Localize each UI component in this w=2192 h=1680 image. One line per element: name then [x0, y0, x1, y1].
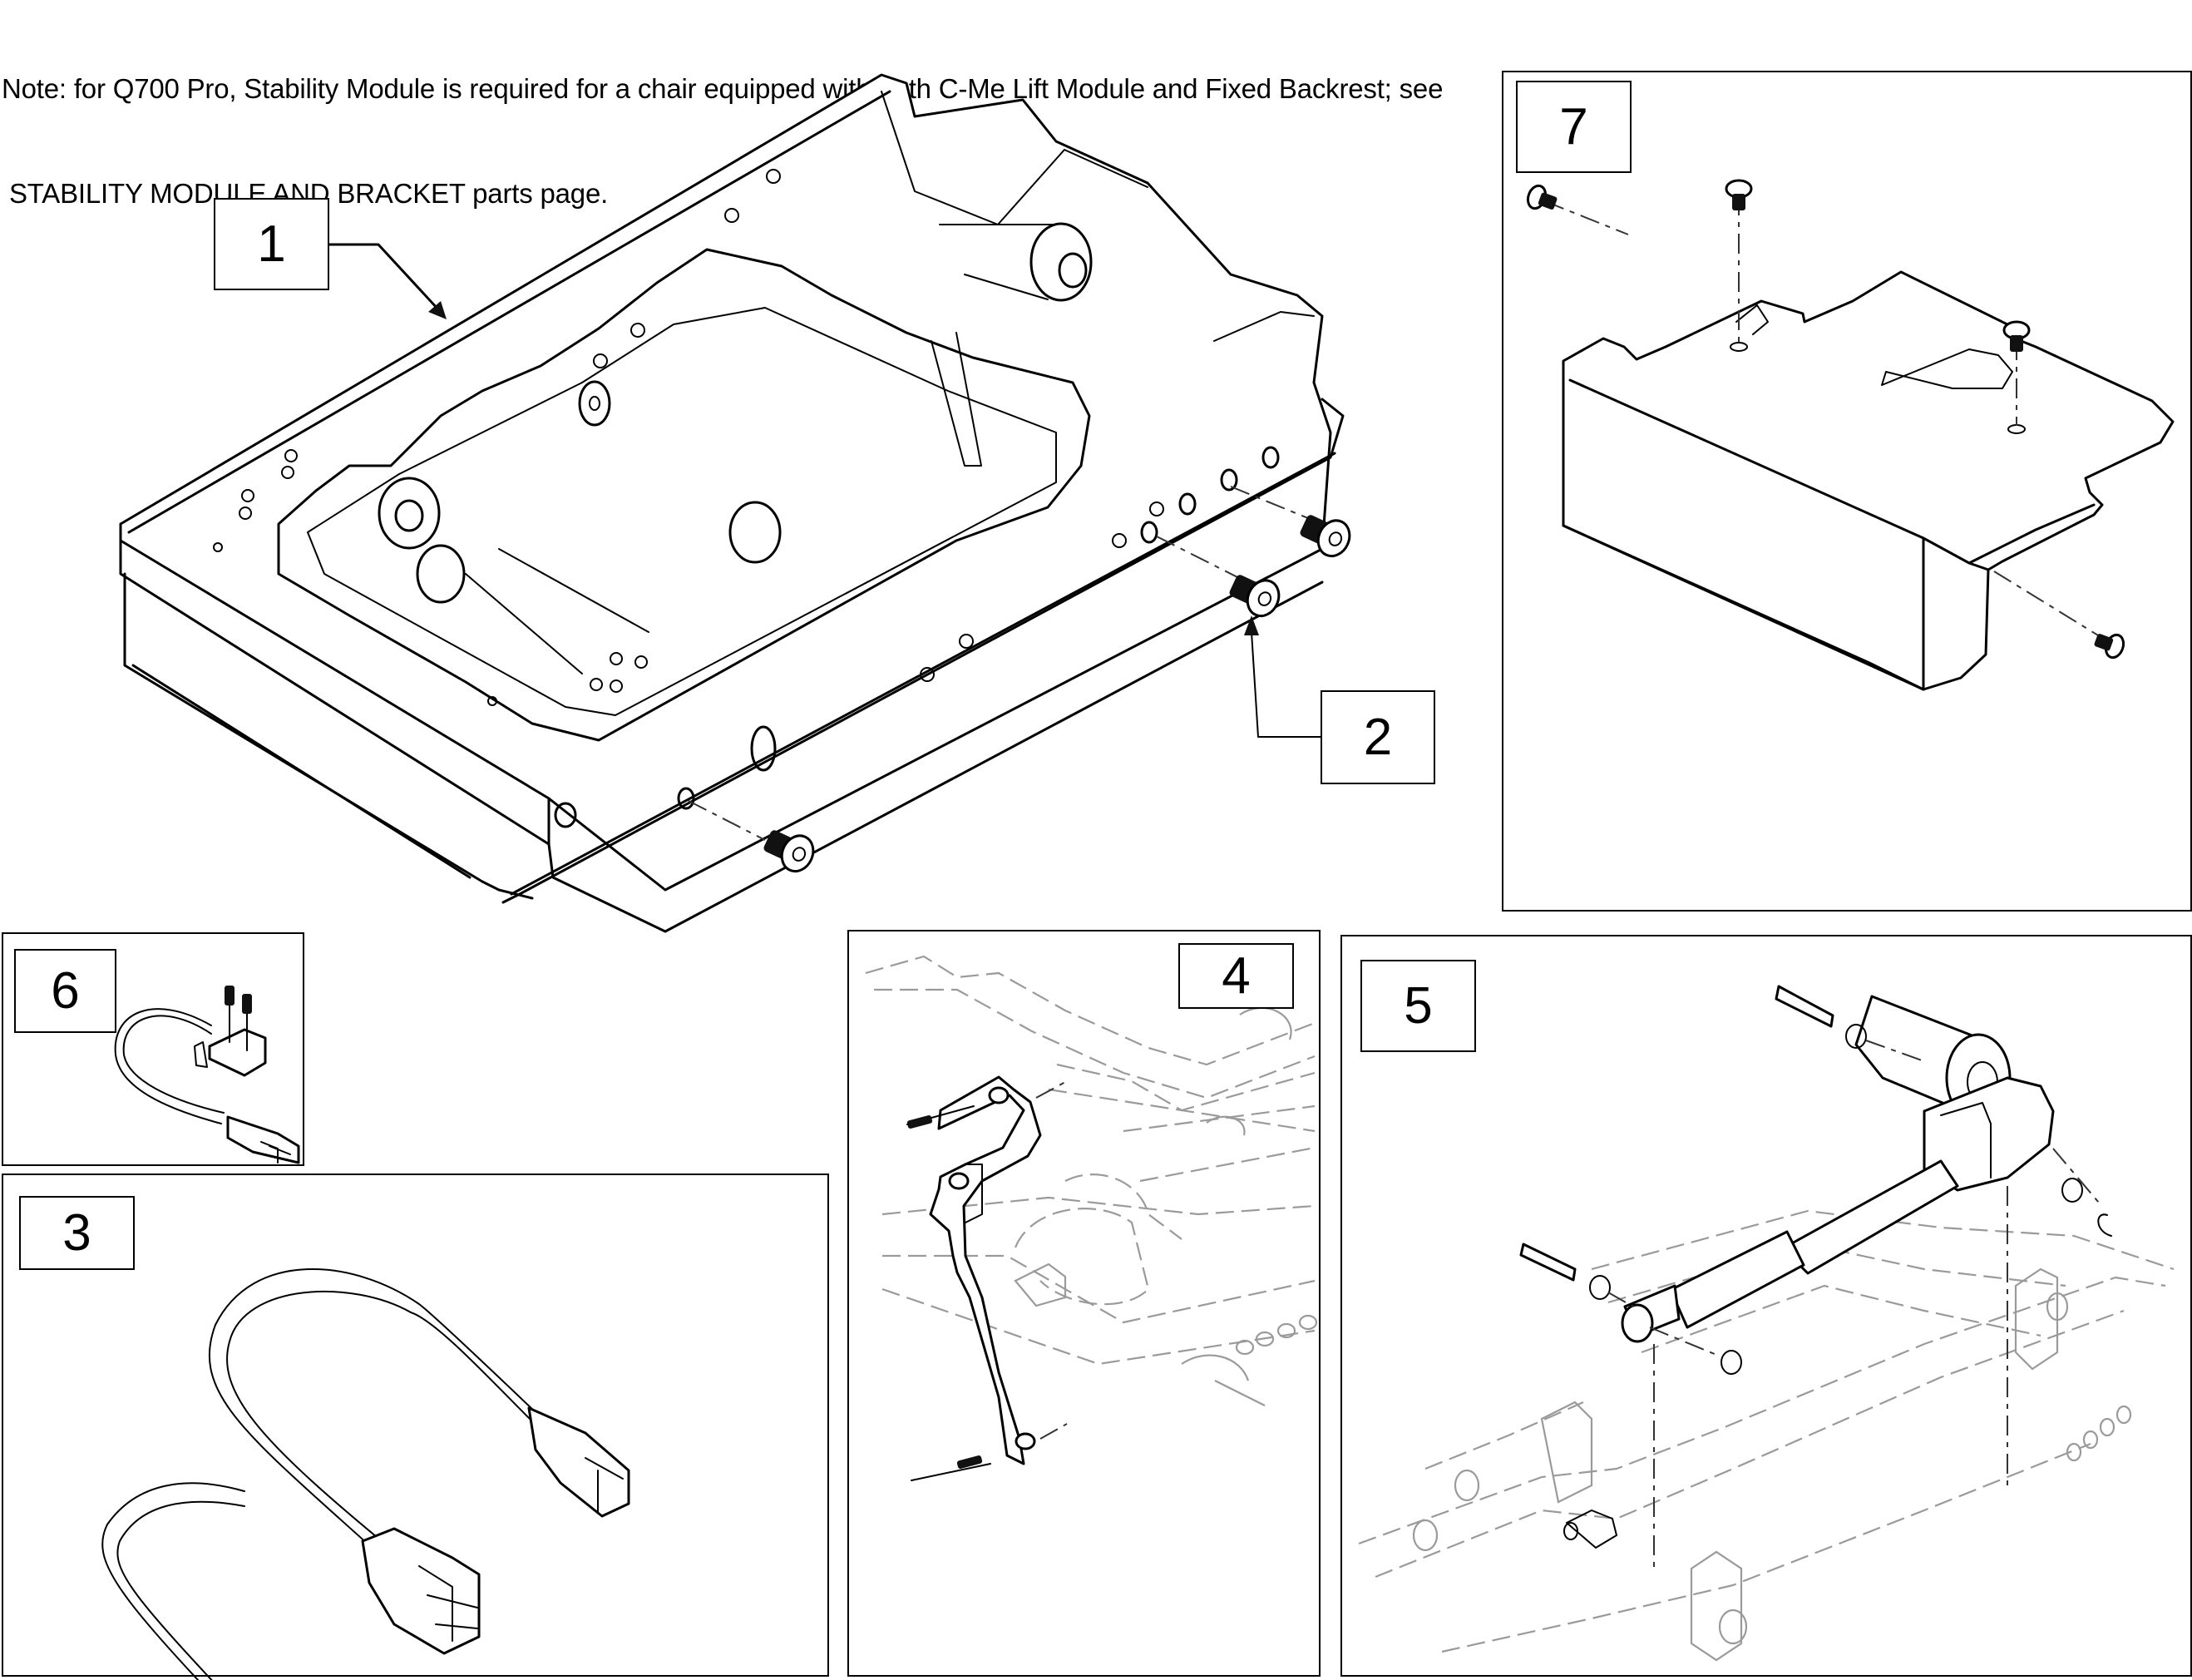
- lift-arm-part-4: [906, 1075, 1068, 1481]
- callout-box-6: 6: [14, 949, 116, 1033]
- callout-1-leader: [328, 243, 447, 319]
- callout-2-leader: [1244, 615, 1321, 738]
- limit-switch-cable-drawing: [114, 986, 300, 1164]
- callout-box-7: 7: [1516, 81, 1632, 173]
- cover-shroud-part-7: [1562, 270, 2175, 691]
- callout-box-1: 1: [214, 198, 329, 290]
- panel-5-actuator: 5: [1340, 935, 2192, 1677]
- callout-box-2: 2: [1321, 690, 1435, 784]
- cover-shroud-drawing: [1526, 179, 2175, 691]
- limit-switch-cable-part-6: [114, 986, 300, 1164]
- ghost-frame-context: [865, 955, 1318, 1406]
- callout-box-3: 3: [19, 1196, 135, 1270]
- y-harness-cable-part-3: [101, 1268, 630, 1680]
- panel-6-limit-switch-cable: 6: [2, 932, 304, 1166]
- panel-4-lift-arm: 4: [847, 930, 1321, 1677]
- callout-box-5: 5: [1360, 960, 1476, 1052]
- lift-frame-part-1: [119, 73, 1345, 933]
- panel-3-y-harness: 3: [2, 1174, 829, 1680]
- lift-arm-drawing: [865, 955, 1318, 1481]
- shoulder-screws-part-2: [688, 486, 1351, 873]
- actuator-drawing: [1358, 985, 2175, 1662]
- ghost-frame-context: [1358, 1209, 2175, 1662]
- panel-7-cover-shroud: 7: [1502, 71, 2192, 912]
- linear-actuator-part-5: [1519, 985, 2112, 1569]
- button-head-screws: [1526, 179, 2125, 660]
- y-harness-drawing: [101, 1268, 630, 1680]
- callout-box-4: 4: [1178, 943, 1294, 1009]
